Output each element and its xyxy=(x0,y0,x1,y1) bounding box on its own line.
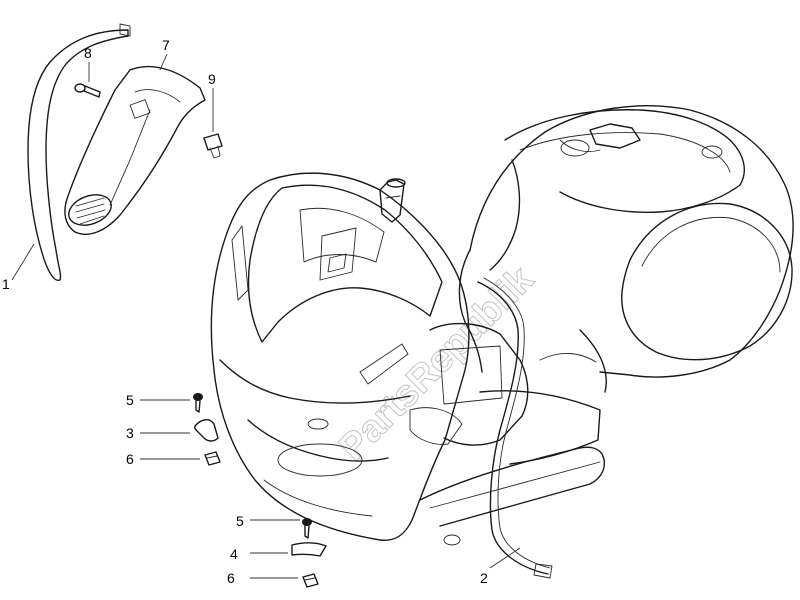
grille-slots xyxy=(75,197,106,225)
part-clip-6b xyxy=(302,573,319,588)
part-screw-5a xyxy=(193,393,203,413)
part-plate-4 xyxy=(291,542,327,557)
leader-lines xyxy=(11,53,521,579)
part-body-shell xyxy=(409,105,794,579)
callout-2: 2 xyxy=(480,570,488,586)
part-front-shield xyxy=(210,172,470,542)
callout-3: 3 xyxy=(126,425,134,441)
callout-7: 7 xyxy=(162,37,170,53)
part-trim-strip xyxy=(27,23,131,282)
callout-9: 9 xyxy=(208,71,216,87)
callout-1: 1 xyxy=(2,276,10,292)
part-handlebar-cover xyxy=(64,65,206,235)
part-bracket-3 xyxy=(194,419,219,442)
part-clip-6a xyxy=(204,451,221,466)
callout-8: 8 xyxy=(84,45,92,61)
part-screw-8 xyxy=(74,83,101,98)
callout-5b: 5 xyxy=(236,513,244,529)
part-screw-5b xyxy=(302,518,312,539)
callout-5a: 5 xyxy=(126,392,134,408)
callouts: 1 2 3 4 5 5 6 6 7 8 9 xyxy=(2,37,488,586)
part-clip-9 xyxy=(203,133,223,159)
callout-4: 4 xyxy=(230,546,238,562)
callout-6a: 6 xyxy=(126,451,134,467)
callout-6b: 6 xyxy=(227,570,235,586)
watermark: PartsRepublik xyxy=(331,258,542,469)
